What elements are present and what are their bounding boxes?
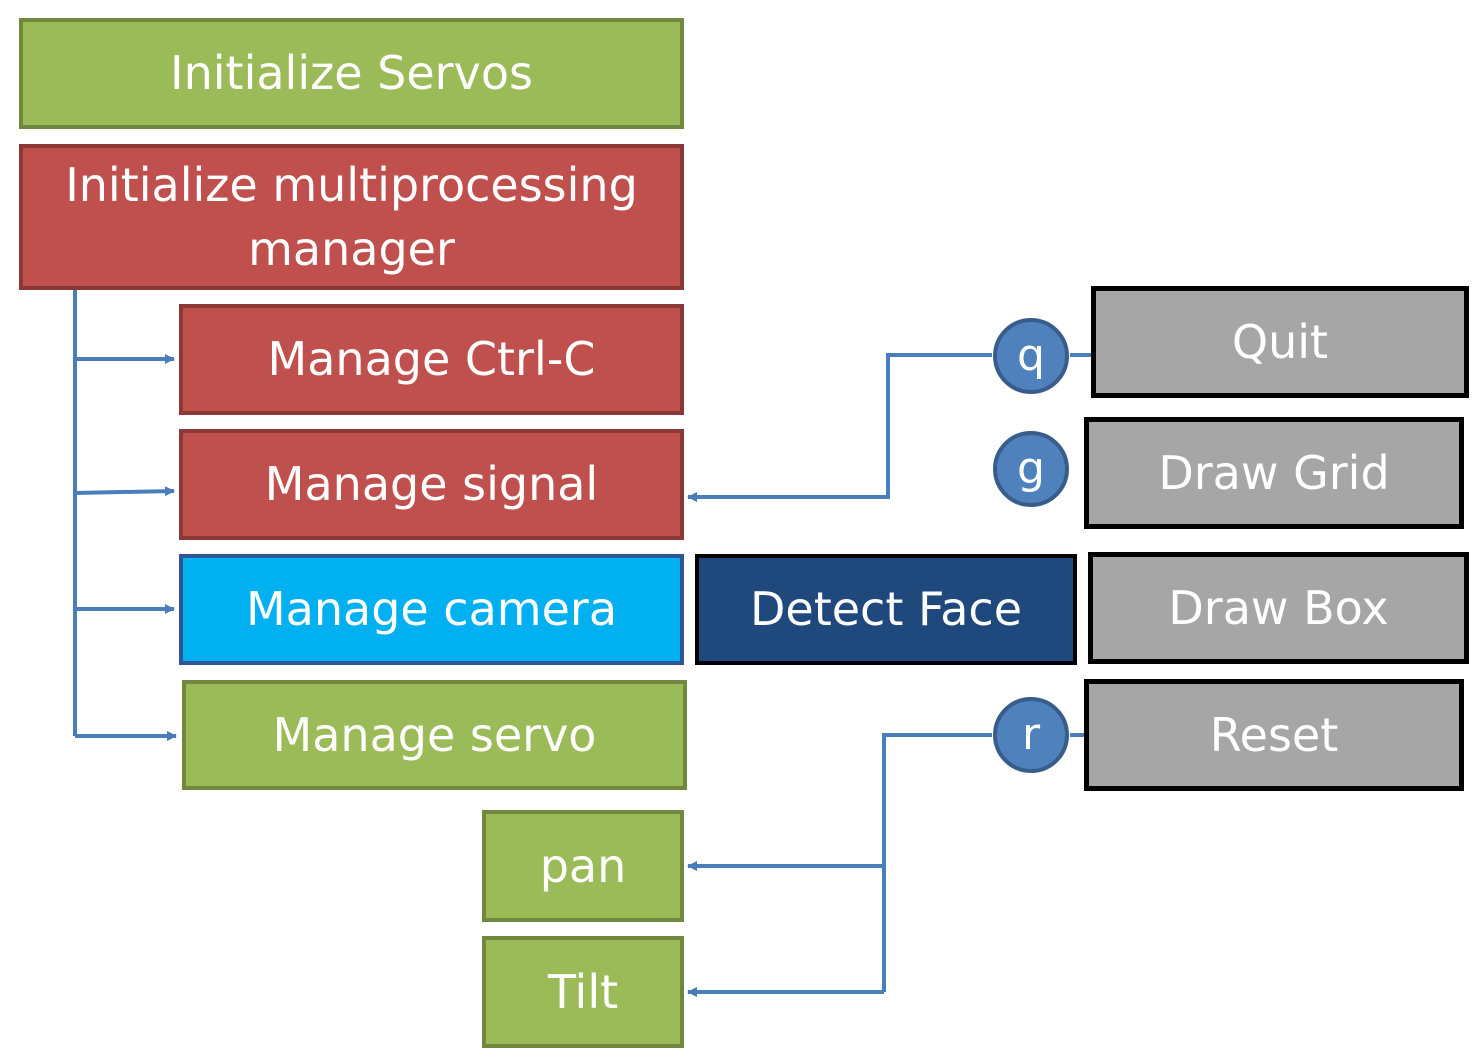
tilt-box: Tilt <box>482 936 684 1048</box>
manage-servo-label: Manage servo <box>272 707 597 762</box>
detect-face-label: Detect Face <box>749 582 1023 637</box>
key-g-label: g <box>1017 443 1045 494</box>
initialize-servos-box: Initialize Servos <box>19 18 684 129</box>
draw-box-label: Draw Box <box>1168 580 1389 635</box>
manage-signal-label: Manage signal <box>264 457 599 512</box>
key-r-trunk-line <box>882 733 992 992</box>
pan-label: pan <box>539 838 627 893</box>
reset-label: Reset <box>1209 707 1339 762</box>
reset-box: Reset <box>1084 679 1464 791</box>
key-g-circle: g <box>993 431 1069 507</box>
draw-grid-box: Draw Grid <box>1084 417 1464 529</box>
key-q-to-signal-arrow <box>687 353 992 502</box>
pan-box: pan <box>482 810 684 922</box>
quit-box: Quit <box>1091 286 1469 398</box>
manage-camera-box: Manage camera <box>179 554 684 665</box>
draw-grid-label: Draw Grid <box>1158 445 1390 500</box>
key-r-circle: r <box>993 697 1069 773</box>
initialize-manager-label: Initialize multiprocessing manager <box>65 157 638 276</box>
manage-ctrl-c-box: Manage Ctrl-C <box>179 304 684 415</box>
manage-signal-box: Manage signal <box>179 429 684 540</box>
manage-ctrl-c-label: Manage Ctrl-C <box>267 332 596 387</box>
tilt-label: Tilt <box>547 964 619 1019</box>
manage-camera-label: Manage camera <box>245 582 618 637</box>
manage-servo-box: Manage servo <box>182 680 687 790</box>
initialize-servos-label: Initialize Servos <box>170 46 533 101</box>
arrow-to-signal <box>74 486 175 497</box>
initialize-manager-box: Initialize multiprocessing manager <box>19 144 684 290</box>
key-q-circle: q <box>993 318 1069 394</box>
detect-face-box: Detect Face <box>695 554 1077 665</box>
key-r-label: r <box>1021 709 1041 760</box>
key-q-label: q <box>1017 330 1045 381</box>
draw-box-box: Draw Box <box>1088 552 1469 664</box>
quit-label: Quit <box>1231 314 1329 369</box>
